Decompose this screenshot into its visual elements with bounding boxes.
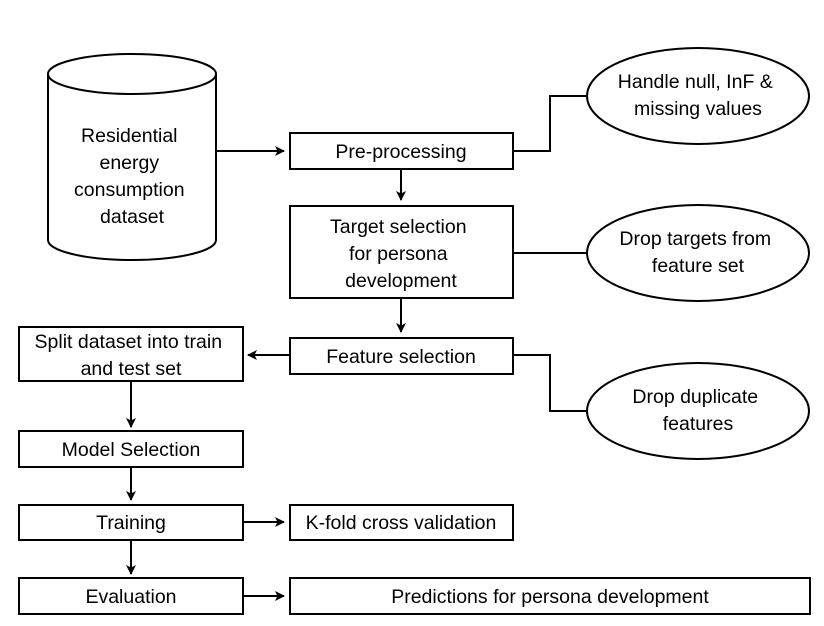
drop-targets-label-line-2: feature set [652,255,745,277]
feature-selection-label-line-1: Feature selection [326,346,476,368]
node-training: Training [18,504,244,541]
node-model-selection: Model Selection [18,430,244,468]
node-label: Drop duplicate features [632,386,763,435]
predictions-label-line-1: Predictions for persona development [391,586,709,608]
node-label: Training [96,512,166,534]
edge-feature-selection-to-drop-duplicate [513,354,587,412]
node-label: Drop targets from feature set [619,228,776,277]
dataset-label-line-1: Residential [81,125,177,147]
node-dataset: Residential energy consumption dataset [47,53,217,261]
node-label: Predictions for persona development [391,586,709,608]
node-split-dataset: Split dataset into train and test set [18,326,244,382]
handle-null-label-line-1: Handle null, InF & [618,71,773,93]
node-evaluation: Evaluation [18,577,244,615]
preprocessing-label-line-1: Pre-processing [335,141,466,163]
node-label: Split dataset into train and test set [35,331,228,380]
node-label: Target selection for persona development [330,216,472,292]
node-label: Model Selection [62,439,201,461]
training-label-line-1: Training [96,512,166,534]
target-selection-label-line-3: development [345,270,457,292]
drop-duplicate-label-line-2: features [663,413,734,435]
dataset-label-line-2: energy [99,152,159,174]
handle-null-label-line-2: missing values [634,98,762,120]
node-label: Pre-processing [335,141,466,163]
dataset-label-line-4: dataset [100,206,165,228]
node-label: Residential energy consumption dataset [74,125,190,228]
node-kfold: K-fold cross validation [289,504,514,541]
node-preprocessing: Pre-processing [289,132,514,170]
node-label: Feature selection [326,346,476,368]
target-selection-label-line-1: Target selection [330,216,467,238]
node-feature-selection: Feature selection [289,337,514,375]
split-dataset-label-line-2: and test set [81,358,182,380]
node-label: Evaluation [85,586,176,608]
target-selection-label-line-2: for persona [349,243,448,265]
node-label: K-fold cross validation [306,512,497,534]
split-dataset-label-line-1: Split dataset into train [35,331,223,353]
drop-duplicate-label-line-1: Drop duplicate [632,386,758,408]
node-target-selection: Target selection for persona development [289,205,514,299]
node-handle-null: Handle null, InF & missing values [586,47,810,145]
drop-targets-label-line-1: Drop targets from [619,228,771,250]
model-selection-label-line-1: Model Selection [62,439,201,461]
node-label: Handle null, InF & missing values [618,71,778,120]
node-predictions: Predictions for persona development [289,577,811,615]
node-drop-targets: Drop targets from feature set [586,204,810,302]
evaluation-label-line-1: Evaluation [85,586,176,608]
edge-preprocessing-to-handle-null [513,95,587,152]
node-drop-duplicate: Drop duplicate features [586,362,810,460]
dataset-label-line-3: consumption [74,179,185,201]
kfold-label-line-1: K-fold cross validation [306,512,497,534]
